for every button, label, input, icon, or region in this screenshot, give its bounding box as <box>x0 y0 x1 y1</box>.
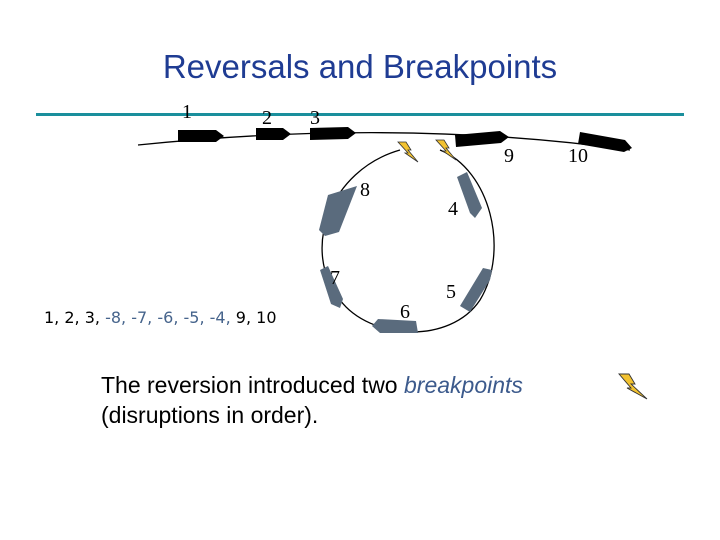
gene-order-sequence: 1, 2, 3, -8, -7, -6, -5, -4, 9, 10 <box>44 308 277 327</box>
gene-9-label: 9 <box>504 145 514 167</box>
caption-text: The reversion introduced two breakpoints… <box>101 370 661 430</box>
order-item: 10 <box>256 308 277 327</box>
gene-4-arrow <box>457 172 482 218</box>
order-item-reversed: -6, <box>157 308 179 327</box>
lightning-bolt-icon <box>435 139 457 161</box>
order-item-reversed: -7, <box>131 308 153 327</box>
gene-4-label: 4 <box>448 198 458 220</box>
caption-line1: The reversion introduced two <box>101 372 398 398</box>
title-divider <box>36 113 684 116</box>
gene-2-arrow <box>256 128 291 140</box>
caption-emphasis: breakpoints <box>404 372 523 398</box>
order-item-reversed: -8, <box>105 308 127 327</box>
lightning-bolt-icon <box>397 141 419 163</box>
gene-1-arrow <box>178 130 224 142</box>
gene-1-label: 1 <box>182 101 192 123</box>
order-item: 3, <box>84 308 100 327</box>
gene-7-label: 7 <box>330 267 340 289</box>
order-item-reversed: -5, <box>183 308 205 327</box>
gene-6-label: 6 <box>400 301 410 323</box>
gene-3-label: 3 <box>310 107 320 129</box>
order-item-reversed: -4, <box>209 308 231 327</box>
order-item: 1, <box>44 308 60 327</box>
gene-8-label: 8 <box>360 179 370 201</box>
gene-5-label: 5 <box>446 281 456 303</box>
gene-9-arrow <box>455 131 509 147</box>
gene-2-label: 2 <box>262 107 272 129</box>
order-item: 2, <box>64 308 80 327</box>
gene-5-arrow <box>460 268 492 312</box>
gene-3-arrow <box>310 127 356 140</box>
lightning-bolt-icon <box>618 373 648 400</box>
order-item: 9, <box>235 308 252 327</box>
gene-6-arrow <box>372 319 418 333</box>
page-title: Reversals and Breakpoints <box>162 48 558 85</box>
gene-10-arrow <box>578 132 632 152</box>
gene-10-label: 10 <box>568 145 588 167</box>
gene-8-arrow <box>319 186 357 236</box>
gene-7-arrow <box>320 266 343 308</box>
caption-line2: (disruptions in order). <box>101 402 319 428</box>
